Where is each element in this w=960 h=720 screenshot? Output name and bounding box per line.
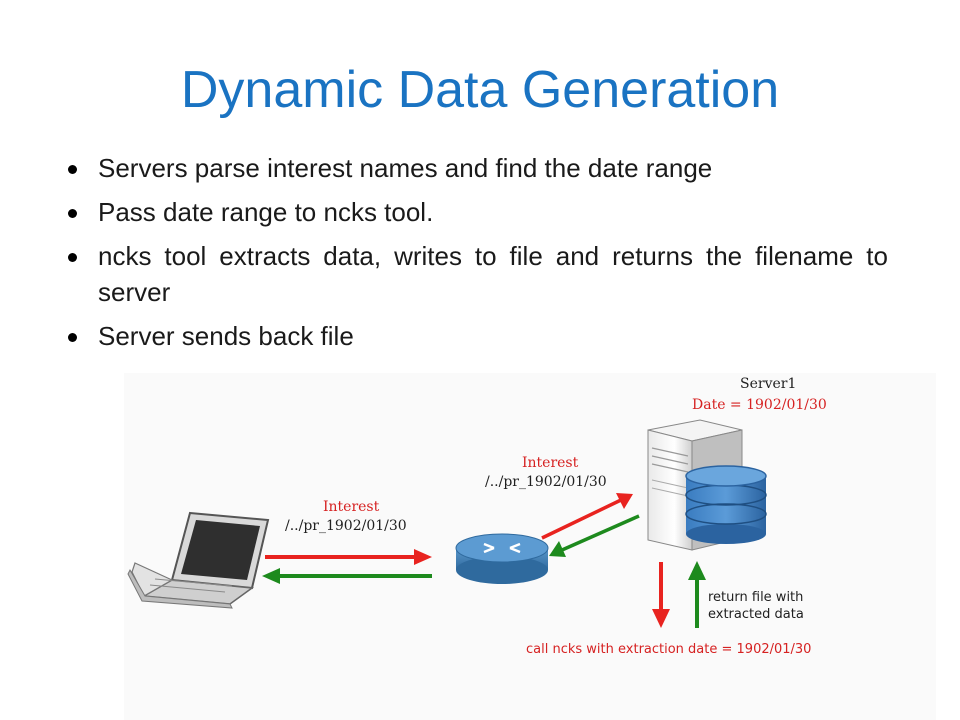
return-arrow-up xyxy=(688,561,706,628)
bullet-item: Pass date range to ncks tool. xyxy=(68,194,888,230)
bullet-item: Server sends back file xyxy=(68,318,888,354)
network-diagram xyxy=(127,419,767,628)
bullet-item: ncks tool extracts data, writes to file … xyxy=(68,238,888,310)
bullet-dot-icon xyxy=(68,165,77,174)
call-arrow-down xyxy=(652,562,670,628)
return-label-line2: extracted data xyxy=(708,607,804,622)
bullet-text: ncks tool extracts data, writes to file … xyxy=(98,241,888,307)
laptop-icon xyxy=(127,511,270,609)
interest-left-label: Interest xyxy=(323,499,380,515)
bullet-dot-icon xyxy=(68,253,77,262)
bullet-item: Servers parse interest names and find th… xyxy=(68,150,888,186)
return-label-line1: return file with xyxy=(708,590,804,605)
server-date-label: Date = 1902/01/30 xyxy=(692,397,827,413)
request-arrow-right xyxy=(541,493,633,540)
slide-title: Dynamic Data Generation xyxy=(180,61,780,119)
server-name-label: Server1 xyxy=(740,376,797,392)
call-ncks-label: call ncks with extraction date = 1902/01… xyxy=(526,642,812,657)
interest-right-path: /../pr_1902/01/30 xyxy=(485,474,607,490)
bullet-text: Pass date range to ncks tool. xyxy=(98,197,434,227)
response-arrow-right xyxy=(549,514,640,557)
response-arrow-left xyxy=(262,568,432,584)
bullet-dot-icon xyxy=(68,209,77,218)
request-arrow-left xyxy=(265,549,432,565)
bullet-text: Server sends back file xyxy=(98,321,354,351)
interest-left-path: /../pr_1902/01/30 xyxy=(285,518,407,534)
interest-right-label: Interest xyxy=(522,455,579,471)
bullet-dot-icon xyxy=(68,333,77,342)
router-icon xyxy=(455,533,549,584)
database-icon xyxy=(685,465,767,544)
bullet-list: Servers parse interest names and find th… xyxy=(68,150,888,362)
bullet-text: Servers parse interest names and find th… xyxy=(98,153,713,183)
